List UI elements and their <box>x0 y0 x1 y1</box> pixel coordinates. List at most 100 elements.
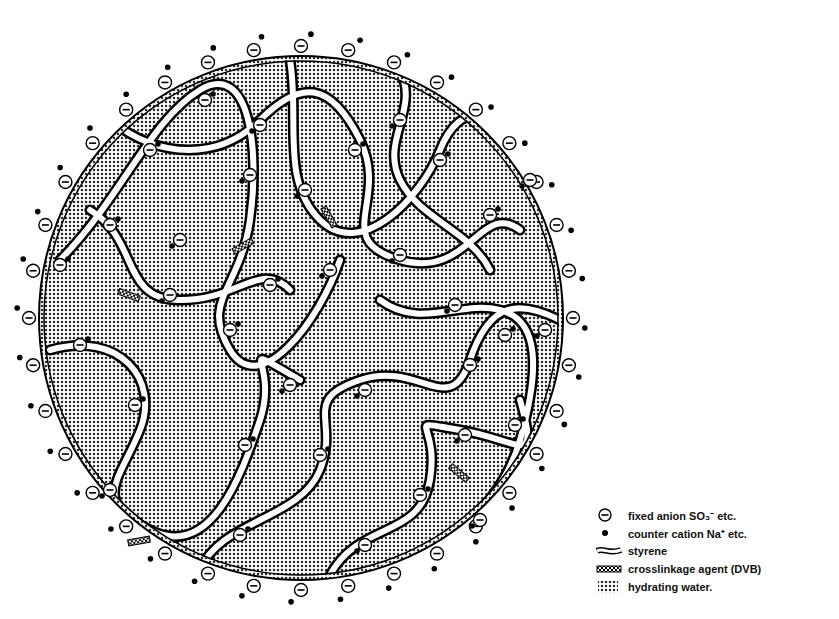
counter-cation <box>386 585 392 591</box>
anion-circle <box>247 44 260 57</box>
fixed-anion <box>319 264 336 279</box>
anion-circle <box>539 324 552 337</box>
fixed-anion <box>484 206 501 221</box>
legend-row: hydrating water. <box>596 578 761 596</box>
anion-circle <box>414 489 427 502</box>
anion-minus <box>42 224 49 226</box>
fixed-anion <box>389 249 406 264</box>
counter-cation <box>579 276 585 282</box>
anion-circle <box>524 174 537 187</box>
anion-minus <box>77 344 84 346</box>
fixed-anion <box>159 64 172 89</box>
counter-cation <box>239 178 245 184</box>
anion-minus <box>506 142 513 144</box>
anion-minus <box>167 294 174 296</box>
anion-circle <box>199 94 212 107</box>
counter-cation <box>444 308 450 314</box>
counter-cation <box>389 123 395 129</box>
counter-cation <box>354 393 360 399</box>
counter-cation <box>57 165 63 171</box>
anion-minus <box>487 214 494 216</box>
counter-cation <box>519 183 525 189</box>
fixed-anion <box>503 137 528 150</box>
cation-dot <box>602 530 608 536</box>
anion-circle <box>530 448 543 461</box>
fixed-anion <box>120 91 133 116</box>
counter-cation <box>279 388 285 394</box>
counter-cation <box>108 526 114 532</box>
fixed-anion <box>431 74 455 89</box>
styrene-inner <box>597 550 621 552</box>
anion-minus <box>317 454 324 456</box>
anion-circle <box>299 184 312 197</box>
counter-cation <box>534 333 540 339</box>
anion-circle <box>431 76 444 89</box>
anion-minus <box>565 270 572 272</box>
fixed-anion <box>509 416 526 431</box>
counter-cation <box>115 216 121 222</box>
anion-minus <box>327 269 334 271</box>
fixed-anion <box>28 403 52 418</box>
anion-circle <box>174 234 187 247</box>
anion-minus <box>467 364 474 366</box>
fixed-anion <box>444 299 461 314</box>
fixed-anion <box>159 289 176 304</box>
counter-cation <box>288 599 294 605</box>
anion-circle <box>550 218 563 231</box>
counter-cation <box>432 566 438 572</box>
counter-cation <box>360 141 366 147</box>
anion-minus <box>107 489 114 491</box>
anion-minus <box>26 317 33 319</box>
counter-cation <box>445 151 451 157</box>
anion-circle <box>234 529 247 542</box>
counter-cation <box>239 593 245 599</box>
counter-cation <box>509 505 515 511</box>
counter-cation <box>294 193 300 199</box>
counter-cation <box>576 374 582 380</box>
anion-minus <box>89 142 96 144</box>
anion-minus <box>502 334 509 336</box>
fixed-anion <box>530 448 545 472</box>
fixed-anion <box>74 336 91 351</box>
counter-cation <box>123 91 129 97</box>
anion-circle <box>503 486 516 499</box>
anion-circle <box>54 259 67 272</box>
anion-circle <box>239 439 252 452</box>
anion-minus <box>237 534 244 536</box>
anion-minus <box>30 270 37 272</box>
counter-cation <box>582 325 588 331</box>
fixed-anion <box>288 584 307 605</box>
legend: fixed anion SO₃⁻ etc.counter cation Na⁺ … <box>596 506 761 596</box>
anion-circle <box>104 484 117 497</box>
fixed-anion <box>192 567 215 584</box>
anion-circle <box>39 405 52 418</box>
counter-cation <box>562 422 568 428</box>
anion-minus <box>147 149 154 151</box>
counter-cation <box>47 449 53 455</box>
cation-sample <box>596 526 622 540</box>
anion-minus <box>352 149 359 151</box>
fixed-anion <box>35 209 52 232</box>
counter-cation <box>65 256 71 262</box>
fixed-anion <box>314 446 331 461</box>
anion-circle <box>159 76 172 89</box>
fixed-anion <box>279 379 296 394</box>
counter-cation <box>17 355 23 361</box>
legend-row: styrene <box>596 542 761 560</box>
anion-circle <box>201 567 214 580</box>
counter-cation <box>357 37 363 43</box>
fixed-anion <box>562 264 585 281</box>
counter-cation <box>389 258 395 264</box>
counter-cation <box>87 125 93 131</box>
fixed-anion <box>550 218 574 233</box>
anion-minus <box>123 526 130 528</box>
counter-cation <box>165 64 171 70</box>
anion-circle <box>104 219 117 232</box>
fixed-anion <box>338 579 355 602</box>
anion-minus <box>123 109 130 111</box>
anion-circle <box>499 329 512 342</box>
counter-cation <box>28 403 34 409</box>
anion-minus <box>242 444 249 446</box>
anion-minus <box>345 49 352 51</box>
